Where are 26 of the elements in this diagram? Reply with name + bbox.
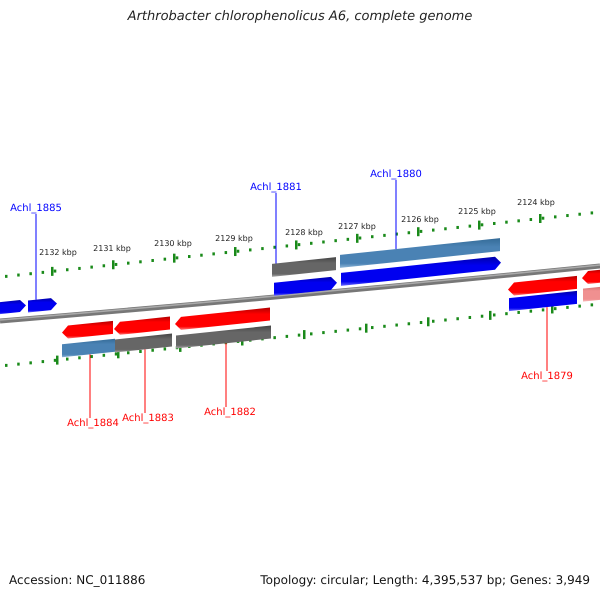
scale-label: 2128 kbp xyxy=(284,229,324,238)
gene-bar xyxy=(272,257,336,277)
scale-label: 2131 kbp xyxy=(92,245,132,254)
title: Arthrobacter chlorophenolicus A6, complete genome xyxy=(126,10,474,24)
gene-label: Achl_1880 xyxy=(366,169,426,180)
scale-label: 2125 kbp xyxy=(457,208,497,217)
scale-label: 2126 kbp xyxy=(400,216,440,225)
scale-label: 2132 kbp xyxy=(38,249,78,258)
gene-label: Achl_1881 xyxy=(246,182,306,193)
gene-bar xyxy=(115,334,172,352)
gene-bar xyxy=(509,290,577,312)
gene-bar xyxy=(62,338,115,358)
gene-bar xyxy=(176,326,271,348)
genome-info-text: Topology: circular; Length: 4,395,537 bp; Genes: 3,949 xyxy=(260,574,590,588)
accession-text: Accession: NC_011886 xyxy=(9,574,146,588)
gene-label: Achl_1882 xyxy=(200,407,260,418)
gene-label: Achl_1879 xyxy=(517,371,577,382)
scale-label: 2130 kbp xyxy=(153,240,193,249)
leader-line xyxy=(144,348,146,414)
gene-arrow xyxy=(28,298,57,313)
gene-label: Achl_1885 xyxy=(6,203,66,214)
leader-line xyxy=(546,306,548,372)
gene-bar xyxy=(340,238,500,268)
scale-label: 2129 kbp xyxy=(214,235,254,244)
scale-label: 2124 kbp xyxy=(516,199,556,208)
scale-label: 2127 kbp xyxy=(337,223,377,232)
